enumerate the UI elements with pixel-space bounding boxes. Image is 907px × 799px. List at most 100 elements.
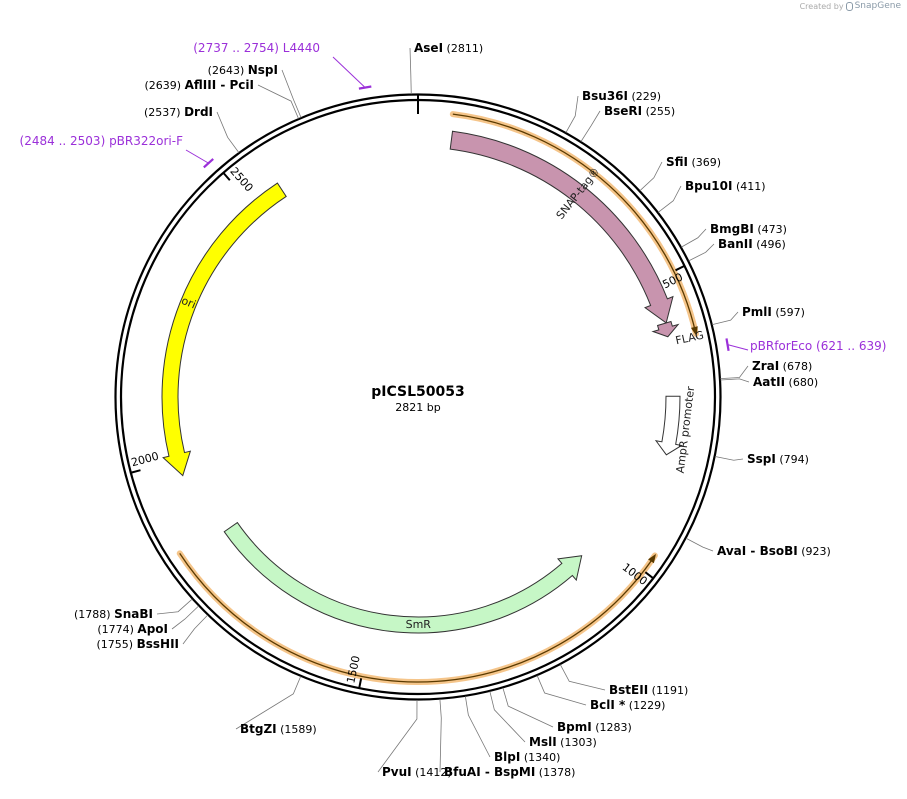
site-leader-bfuai-bspmi (439, 699, 442, 773)
site-pos-bsu36i: (229) (628, 90, 661, 103)
plasmid-name: pICSL50053 (371, 384, 464, 400)
site-name-bfuai-bspmi: BfuAI - BspMI (444, 765, 535, 779)
site-label-pvui: PvuI (1412) (382, 765, 452, 779)
tick-1500 (358, 678, 363, 689)
site-name-pvui: PvuI (382, 765, 412, 779)
site-leader-bpmi (502, 687, 554, 728)
site-label-btgzi: BtgZI (1589) (240, 722, 317, 736)
site-leader-asei (409, 47, 412, 95)
primer-name-pbrforeco: pBRforEco (750, 339, 812, 353)
site-pos-bcli: (1229) (625, 699, 665, 712)
site-name-bpmi: BpmI (557, 720, 592, 734)
site-leader-sspi (715, 456, 744, 461)
tick-1000 (644, 571, 654, 580)
tick-label-2000: 2000 (130, 450, 160, 470)
site-label-bsshii: (1755) BssHII (97, 637, 179, 651)
site-leader-avai-bsobi (685, 537, 714, 552)
site-pos-bfuai-bspmi: (1378) (535, 766, 575, 779)
site-label-afliii-pcii: (2639) AflIII - PciI (145, 78, 254, 92)
feature-label-flag: FLAG (674, 329, 705, 348)
site-pos-bpu10i: (411) (732, 180, 765, 193)
site-leader-zrai (720, 365, 749, 380)
site-label-blpi: BlpI (1340) (494, 750, 560, 764)
feature-ampr-promoter (654, 395, 683, 456)
site-label-snabi: (1788) SnaBI (74, 607, 153, 621)
site-pos-nspi: (2643) (208, 64, 248, 77)
primer-marker-l4440 (358, 85, 372, 90)
feature-label-ori: ori (180, 294, 198, 311)
site-name-bcli: BclI * (590, 698, 626, 712)
site-leader-pmli (712, 311, 739, 326)
site-label-pmli: PmlI (597) (742, 305, 805, 319)
tick-2000 (130, 469, 141, 474)
site-leader-bpu10i (657, 185, 682, 213)
orf-line-1 (179, 553, 656, 683)
site-leader-msli (489, 691, 526, 743)
site-label-msli: MslI (1303) (529, 735, 597, 749)
site-pos-bmgbi: (473) (754, 223, 787, 236)
site-label-sfii: SfiI (369) (666, 155, 721, 169)
site-label-avai-bsobi: AvaI - BsoBI (923) (717, 544, 831, 558)
site-pos-apoi: (1774) (97, 623, 137, 636)
tick-2500 (222, 172, 231, 181)
site-pos-snabi: (1788) (74, 608, 114, 621)
site-leader-drdi (216, 111, 240, 153)
site-label-aatii: AatII (680) (753, 375, 818, 389)
site-leader-bsshii (182, 614, 208, 645)
site-pos-pmli: (597) (772, 306, 805, 319)
orf-arrow-0 (690, 326, 698, 336)
site-name-avai-bsobi: AvaI - BsoBI (717, 544, 798, 558)
snapgene-credit: Created by SnapGene (800, 1, 901, 11)
site-name-afliii-pcii: AflIII - PciI (185, 78, 254, 92)
site-label-bpmi: BpmI (1283) (557, 720, 632, 734)
site-pos-pvui: (1412) (412, 766, 452, 779)
site-pos-bpmi: (1283) (592, 721, 632, 734)
site-label-banii: BanII (496) (718, 237, 786, 251)
site-pos-blpi: (1340) (520, 751, 560, 764)
primer-leader-pbrforeco (727, 344, 749, 351)
site-name-nspi: NspI (248, 63, 278, 77)
site-leader-snabi (156, 598, 193, 615)
site-label-zrai: ZraI (678) (752, 359, 812, 373)
feature-ori (161, 182, 287, 477)
site-pos-aatii: (680) (785, 376, 818, 389)
site-name-apoi: ApoI (137, 622, 168, 636)
site-pos-sfii: (369) (688, 156, 721, 169)
site-pos-banii: (496) (753, 238, 786, 251)
primer-name-pbr322ori-f: pBR322ori-F (109, 134, 183, 148)
site-leader-bmgbi (681, 228, 707, 248)
site-name-btgzi: BtgZI (240, 722, 277, 736)
site-leader-blpi (464, 696, 491, 758)
site-label-apoi: (1774) ApoI (97, 622, 168, 636)
site-name-banii: BanII (718, 237, 753, 251)
site-leader-btgzi (235, 676, 302, 730)
tick-label-1500: 1500 (344, 654, 362, 684)
site-name-drdi: DrdI (184, 105, 213, 119)
site-pos-zrai: (678) (779, 360, 812, 373)
site-name-msli: MslI (529, 735, 557, 749)
site-leader-banii (688, 243, 715, 262)
site-name-bsteii: BstEII (609, 683, 648, 697)
plasmid-size: 2821 bp (395, 401, 440, 414)
primer-marker-pbr322ori-f (203, 158, 214, 169)
orf-line-0 (452, 113, 697, 335)
primer-range-pbr322ori-f: (2484 .. 2503) (20, 134, 110, 148)
site-label-bseri: BseRI (255) (604, 104, 675, 118)
site-name-snabi: SnaBI (114, 607, 153, 621)
site-label-drdi: (2537) DrdI (144, 105, 213, 119)
site-name-bmgbi: BmgBI (710, 222, 754, 236)
site-label-nspi: (2643) NspI (208, 63, 278, 77)
orf-layer (176, 111, 699, 685)
primer-label-l4440: (2737 .. 2754) L4440 (193, 41, 320, 55)
feature-smr (223, 521, 583, 634)
site-name-bsu36i: Bsu36I (582, 89, 628, 103)
site-leader-bcli (536, 675, 587, 706)
primer-label-pbrforeco: pBRforEco (621 .. 639) (750, 339, 886, 353)
site-name-asei: AseI (414, 41, 443, 55)
site-pos-bseri: (255) (642, 105, 675, 118)
credit-brand: SnapGene (854, 1, 901, 11)
site-leader-pvui (377, 699, 418, 773)
primer-leader-l4440 (332, 56, 366, 88)
